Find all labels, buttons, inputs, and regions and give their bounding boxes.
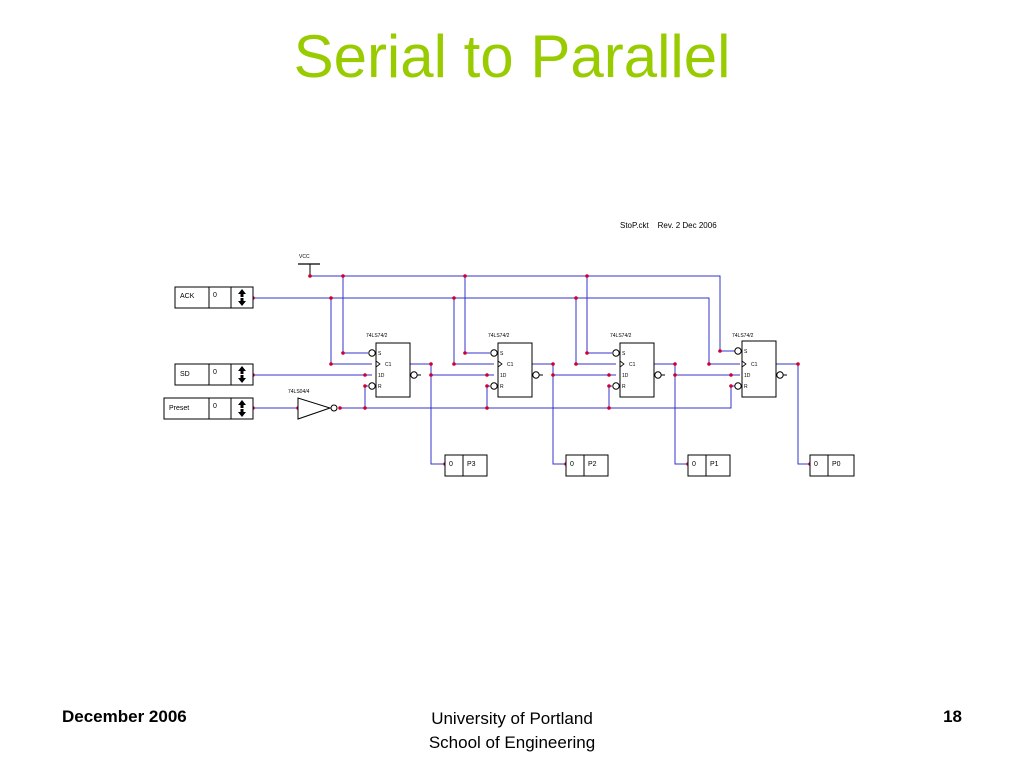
output-p2: 0 P2 bbox=[565, 454, 609, 477]
output-value: 0 bbox=[449, 461, 453, 468]
input-ack-value: 0 bbox=[213, 292, 217, 299]
input-preset[interactable]: Preset 0 bbox=[163, 397, 254, 420]
pin-1d-label: 1D bbox=[622, 373, 629, 379]
input-sd-label: SD bbox=[180, 371, 190, 378]
toggle-arrows-icon[interactable] bbox=[238, 289, 246, 306]
page-number: 18 bbox=[943, 707, 962, 726]
toggle-arrows-icon[interactable] bbox=[238, 400, 246, 417]
pin-r-label: R bbox=[622, 384, 626, 390]
pin-c1-label: C1 bbox=[629, 362, 636, 368]
footer-institution: University of Portland School of Enginee… bbox=[412, 707, 612, 755]
output-value: 0 bbox=[814, 461, 818, 468]
flip-flop-label: 74LS74/2 bbox=[488, 333, 510, 339]
vcc-terminal: VCC bbox=[298, 254, 320, 276]
pin-s-label: S bbox=[378, 351, 382, 357]
inverter-label: 74LS04/4 bbox=[288, 389, 310, 395]
input-ack[interactable]: ACK 0 bbox=[174, 286, 254, 309]
input-preset-label: Preset bbox=[169, 405, 189, 412]
footer-university: University of Portland bbox=[431, 709, 593, 728]
pin-1d-label: 1D bbox=[744, 373, 751, 379]
slide-title: Serial to Parallel bbox=[293, 23, 731, 90]
flip-flop-label: 74LS74/2 bbox=[610, 333, 632, 339]
file-label: StoP.ckt Rev. 2 Dec 2006 bbox=[620, 221, 717, 230]
pin-1d-label: 1D bbox=[500, 373, 507, 379]
output-label: P0 bbox=[832, 461, 841, 468]
input-ack-label: ACK bbox=[180, 293, 195, 300]
output-p3: 0 P3 bbox=[444, 454, 488, 477]
flip-flop-label: 74LS74/2 bbox=[732, 333, 754, 339]
flip-flop-2: 74LS74/2 S C1 1D R bbox=[488, 333, 543, 398]
pin-1d-label: 1D bbox=[378, 373, 385, 379]
output-p1: 0 P1 bbox=[687, 454, 731, 477]
toggle-arrows-icon[interactable] bbox=[238, 366, 246, 383]
pin-c1-label: C1 bbox=[385, 362, 392, 368]
output-label: P2 bbox=[588, 461, 597, 468]
output-p0: 0 P0 bbox=[809, 454, 855, 477]
flip-flop-4: 74LS74/2 S C1 1D R bbox=[732, 333, 787, 398]
pin-c1-label: C1 bbox=[507, 362, 514, 368]
input-sd[interactable]: SD 0 bbox=[174, 363, 254, 386]
input-preset-value: 0 bbox=[213, 403, 217, 410]
output-label: P3 bbox=[467, 461, 476, 468]
pin-s-label: S bbox=[622, 351, 626, 357]
vcc-label: VCC bbox=[299, 254, 310, 260]
pin-r-label: R bbox=[744, 384, 748, 390]
inverter-gate: 74LS04/4 bbox=[288, 389, 338, 420]
flip-flop-1: 74LS74/2 S C1 1D R bbox=[366, 333, 421, 398]
pin-r-label: R bbox=[500, 384, 504, 390]
pin-c1-label: C1 bbox=[751, 362, 758, 368]
output-value: 0 bbox=[692, 461, 696, 468]
output-label: P1 bbox=[710, 461, 719, 468]
flip-flop-3: 74LS74/2 S C1 1D R bbox=[610, 333, 665, 398]
pin-r-label: R bbox=[378, 384, 382, 390]
output-value: 0 bbox=[570, 461, 574, 468]
flip-flop-label: 74LS74/2 bbox=[366, 333, 388, 339]
input-sd-value: 0 bbox=[213, 369, 217, 376]
footer-school: School of Engineering bbox=[428, 733, 596, 752]
pin-s-label: S bbox=[500, 351, 504, 357]
footer-date: December 2006 bbox=[62, 707, 187, 726]
pin-s-label: S bbox=[744, 349, 748, 355]
